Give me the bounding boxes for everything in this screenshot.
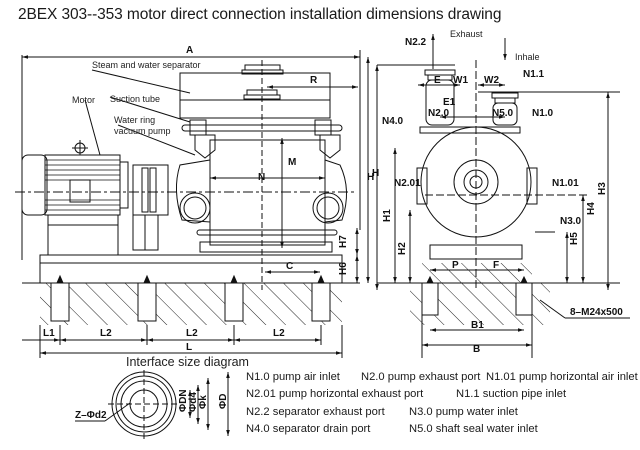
dim-L2-1: L2: [100, 328, 112, 339]
bolt-hole-label: Z–Φd2: [75, 410, 107, 421]
dim-H4: H4: [586, 202, 597, 215]
dim-phi-D: ΦD: [218, 394, 229, 409]
port-N4-0: N4.0: [382, 116, 404, 127]
dim-L2-3: L2: [273, 328, 285, 339]
callout-motor: Motor: [72, 95, 95, 105]
port-N1-0: N1.0: [532, 108, 554, 119]
dim-L2-2: L2: [186, 328, 198, 339]
legend-item: N2.01 pump horizontal exhaust port: [246, 388, 424, 401]
anchor-bolt-spec: 8–M24x500: [570, 307, 623, 318]
port-N2-2: N2.2: [405, 37, 427, 48]
drawing-title: 2BEX 303--353 motor direct connection in…: [18, 6, 502, 23]
dim-M: M: [288, 157, 296, 168]
water-ring-vacuum-pump: [176, 134, 347, 253]
dim-H-end: H: [367, 172, 374, 183]
dim-L1: L1: [43, 328, 55, 339]
dim-B: B: [473, 344, 480, 355]
callout-pump-1: Water ring: [114, 115, 155, 125]
dim-A: A: [186, 45, 193, 56]
dim-H6: H6: [338, 262, 349, 275]
dim-H2: H2: [397, 242, 408, 255]
dim-F: F: [493, 260, 499, 271]
dim-H1: H1: [382, 209, 393, 222]
dim-H5: H5: [569, 232, 580, 245]
callout-separator: Steam and water separator: [92, 60, 201, 70]
port-N5-0: N5.0: [492, 108, 514, 119]
legend-item: N1.1 suction pipe inlet: [456, 388, 567, 401]
legend-item: N2.0 pump exhaust port: [361, 371, 481, 383]
inhale-label: Inhale: [515, 52, 540, 62]
dim-phi-d4: Φd4: [188, 392, 199, 412]
dim-H7: H7: [338, 235, 349, 248]
interface-diagram-title: Interface size diagram: [126, 355, 249, 369]
dim-W2: W2: [484, 75, 499, 86]
port-N3-0: N3.0: [560, 216, 582, 227]
port-N1-01: N1.01: [552, 178, 579, 189]
legend-item: N2.2 separator exhaust port: [246, 405, 385, 418]
interface-flange: [75, 370, 230, 440]
dim-phi-k: Φk: [198, 395, 209, 409]
dim-H-side: H: [372, 168, 379, 179]
motor: [21, 140, 129, 256]
port-N2-01: N2.01: [394, 178, 421, 189]
dim-E: E: [434, 75, 441, 86]
callout-pump-2: vacuum pump: [114, 126, 171, 136]
legend-item: N4.0 separator drain port: [246, 422, 371, 435]
dim-phi-DN: ΦDN: [178, 389, 189, 412]
legend-item: N3.0 pump water inlet: [409, 405, 518, 418]
dim-C: C: [286, 261, 293, 272]
end-view-pump-casing: [416, 126, 538, 260]
anchor-bolts: [50, 282, 331, 322]
legend-item: N5.0 shaft seal water inlet: [409, 422, 538, 435]
dim-H3: H3: [597, 182, 608, 195]
dim-B1: B1: [471, 320, 484, 331]
dim-L: L: [186, 342, 192, 353]
exhaust-label: Exhaust: [450, 29, 483, 39]
legend-item: N1.01 pump horizontal air inlet: [486, 371, 638, 383]
dim-E1: E1: [443, 97, 456, 108]
callout-suction-tube: Suction tube: [110, 94, 160, 104]
dim-R: R: [310, 75, 318, 86]
port-N2-0: N2.0: [428, 108, 450, 119]
dim-N: N: [258, 172, 265, 183]
port-N1-1: N1.1: [523, 69, 545, 80]
dim-W1: W1: [453, 75, 468, 86]
legend-item: N1.0 pump air inlet: [246, 371, 340, 383]
dim-P: P: [452, 260, 459, 271]
